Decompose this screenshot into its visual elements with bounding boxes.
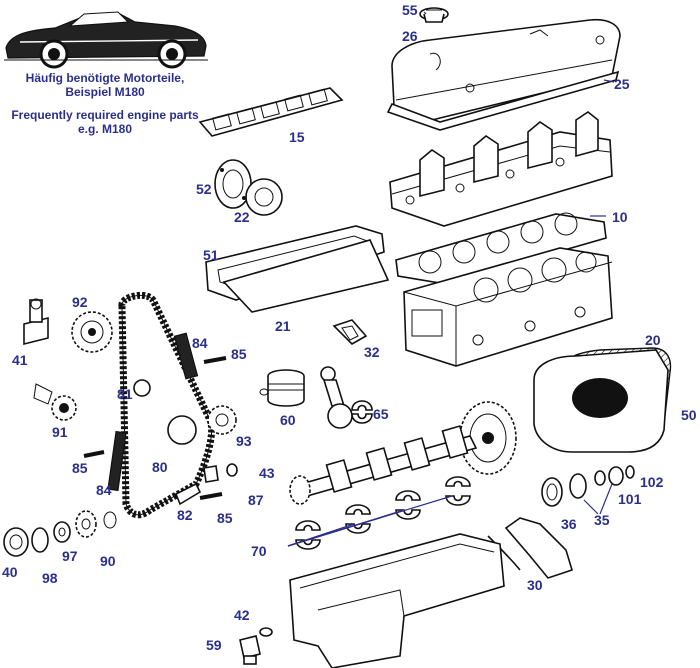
- callout-label: 32: [364, 344, 380, 360]
- bracket: [174, 482, 202, 506]
- callout-label: 81: [117, 386, 133, 402]
- callout-label: 15: [289, 129, 305, 145]
- leader-lines: [287, 11, 615, 547]
- oil-pan: [289, 533, 505, 668]
- callout-label: 20: [645, 332, 661, 348]
- callout-label: 65: [373, 406, 389, 422]
- callout-label: 93: [236, 433, 252, 449]
- callout-label: 26: [402, 28, 418, 44]
- caption-german-line2: Beispiel M180: [65, 85, 145, 99]
- callout-label: 10: [612, 209, 628, 225]
- crankshaft: [289, 425, 478, 505]
- crank-gear: [53, 521, 71, 543]
- callout-label: 84: [192, 335, 208, 351]
- engine-block: [403, 247, 613, 367]
- head-gasket: [395, 212, 607, 285]
- caption-german: Häufig benötigte Motorteile, Beispiel M1…: [10, 71, 200, 99]
- rod-bearing-shells: [351, 400, 373, 424]
- valve-cover: [386, 18, 621, 131]
- callout-label: 70: [251, 543, 267, 559]
- callout-label: 92: [72, 294, 88, 310]
- manifold-gasket: [198, 87, 344, 137]
- callout-label: 60: [280, 412, 296, 428]
- callout-label: 35: [594, 512, 610, 528]
- chain-guide-upper: [173, 332, 199, 380]
- chain-guide-lower: [107, 430, 127, 492]
- caption-english-line2: e.g. M180: [77, 122, 133, 136]
- callout-label: 50: [681, 407, 697, 423]
- chain-tensioner: [23, 298, 49, 346]
- guide-pin: [203, 356, 227, 364]
- callout-label: 98: [42, 570, 58, 586]
- callout-label: 51: [203, 247, 219, 263]
- callout-label: 91: [52, 424, 68, 440]
- front-seal: [3, 527, 29, 557]
- callout-label: 101: [618, 491, 642, 507]
- timing-chain: [118, 291, 216, 519]
- callout-label: 85: [72, 460, 88, 476]
- oil-filler-cap: [419, 7, 449, 23]
- washer: [226, 463, 238, 477]
- flange-cover: [214, 159, 252, 209]
- callout-label: 80: [152, 459, 168, 475]
- spacer-ring: [31, 527, 49, 553]
- callout-label: 59: [206, 637, 222, 653]
- caption-english-line1: Frequently required engine parts: [11, 108, 199, 122]
- callout-label: 90: [100, 553, 116, 569]
- callout-label: 55: [402, 2, 418, 18]
- callout-label: 40: [2, 564, 18, 580]
- callout-label: 85: [217, 510, 233, 526]
- oil-pan-gasket: [205, 225, 390, 313]
- idler-gear: [33, 383, 77, 421]
- callout-label: 21: [275, 318, 291, 334]
- small-gasket: [332, 319, 368, 345]
- callout-label: 87: [248, 492, 264, 508]
- car-illustration: [4, 11, 208, 69]
- piston: [259, 369, 305, 407]
- callout-label: 82: [177, 507, 193, 523]
- callout-label: 43: [259, 465, 275, 481]
- crank-sprocket: [75, 510, 117, 538]
- callout-label: 84: [96, 482, 112, 498]
- side-cover: [533, 347, 672, 453]
- connecting-rod: [320, 366, 353, 429]
- callout-label: 85: [231, 346, 247, 362]
- chain-sprocket: [167, 415, 197, 445]
- callout-label: 97: [62, 548, 78, 564]
- callout-label: 102: [640, 474, 664, 490]
- callout-label: 36: [561, 516, 577, 532]
- rear-seal-parts: [541, 465, 635, 507]
- caption-german-line1: Häufig benötigte Motorteile,: [25, 71, 185, 85]
- bolt: [203, 465, 219, 483]
- sprocket-gear: [71, 311, 113, 353]
- drain-plug: [239, 627, 273, 665]
- caption-english: Frequently required engine parts e.g. M1…: [8, 108, 202, 136]
- callout-label: 41: [12, 352, 28, 368]
- chain-gear-small: [133, 379, 151, 397]
- callout-label: 52: [196, 181, 212, 197]
- flange-gasket: [245, 178, 283, 216]
- callout-label: 22: [234, 209, 250, 225]
- cylinder-head: [389, 111, 613, 227]
- camshaft-gear: [207, 405, 237, 435]
- callout-label: 42: [234, 607, 250, 623]
- callout-label: 25: [614, 76, 630, 92]
- callout-label: 30: [527, 577, 543, 593]
